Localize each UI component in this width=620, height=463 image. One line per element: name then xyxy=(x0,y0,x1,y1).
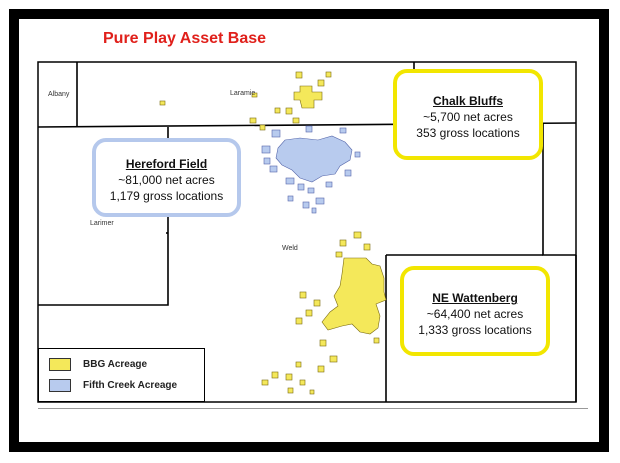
county-label-albany: Albany xyxy=(48,91,70,98)
legend-item-fifth-creek: Fifth Creek Acreage xyxy=(49,379,177,392)
slide-title: Pure Play Asset Base xyxy=(103,30,267,47)
callout-chalk-bluffs-net: ~5,700 net acres xyxy=(423,110,513,124)
callout-hereford-gross: 1,179 gross locations xyxy=(109,189,224,203)
legend-label-bbg: BBG Acreage xyxy=(83,359,148,370)
legend-swatch-bbg xyxy=(49,358,71,371)
county-label-laramie: Laramie xyxy=(230,90,256,97)
map-border xyxy=(37,61,577,403)
fifth-creek-acreage xyxy=(261,125,361,214)
county-label-weld: Weld xyxy=(282,245,298,252)
callout-ne-wattenberg-gross: 1,333 gross locations xyxy=(418,323,532,337)
callout-chalk-bluffs-gross: 353 gross locations xyxy=(416,126,520,140)
map-legend: BBG Acreage Fifth Creek Acreage xyxy=(38,348,205,402)
callout-ne-wattenberg-net: ~64,400 net acres xyxy=(426,307,524,321)
callout-chalk-bluffs: Chalk Bluffs ~5,700 net acres 353 gross … xyxy=(393,69,543,160)
bbg-acreage xyxy=(159,71,387,395)
legend-swatch-fifth-creek xyxy=(49,379,71,392)
callout-hereford-name: Hereford Field xyxy=(125,157,208,171)
callout-hereford-field: Hereford Field ~81,000 net acres 1,179 g… xyxy=(92,138,241,217)
footer-divider xyxy=(38,408,588,409)
callout-chalk-bluffs-name: Chalk Bluffs xyxy=(432,94,503,108)
county-label-larimer: Larimer xyxy=(90,220,114,227)
callout-ne-wattenberg: NE Wattenberg ~64,400 net acres 1,333 gr… xyxy=(400,266,550,356)
callout-ne-wattenberg-name: NE Wattenberg xyxy=(432,291,518,305)
callout-hereford-net: ~81,000 net acres xyxy=(118,173,215,187)
legend-item-bbg: BBG Acreage xyxy=(49,358,147,371)
legend-label-fifth-creek: Fifth Creek Acreage xyxy=(83,380,178,391)
